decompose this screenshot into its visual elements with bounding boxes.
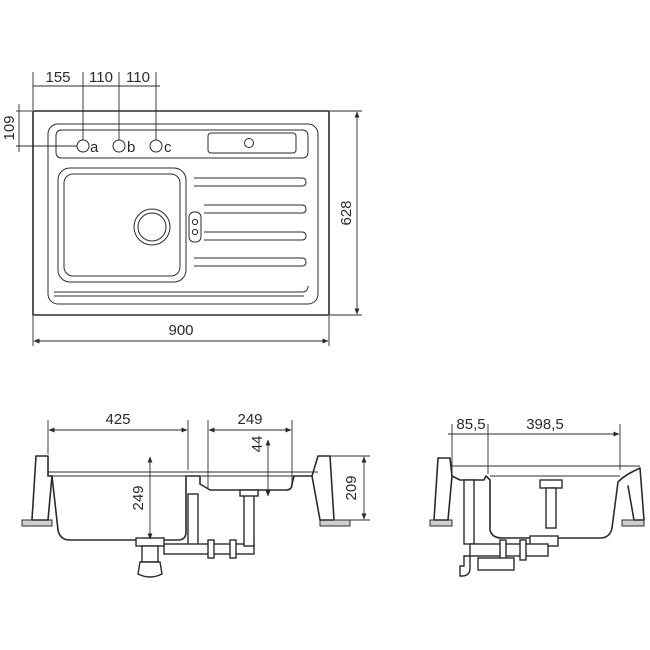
- second-drain-pipe: [243, 491, 255, 547]
- drain-outer-icon: [133, 208, 171, 246]
- countertop-left: [21, 519, 53, 527]
- side-drain-pipe: [545, 487, 557, 529]
- side-sink-outer: [433, 457, 453, 521]
- side-pipe-joint: [499, 539, 507, 561]
- tap-hole-b-icon: [112, 139, 126, 153]
- bowl-outer: [57, 167, 187, 283]
- dim-110-a: 110: [89, 69, 113, 86]
- dim-209: 209: [343, 475, 360, 500]
- drain-trap: [137, 561, 163, 578]
- side-overflow-pipe: [463, 479, 475, 545]
- sink-rim: [47, 123, 319, 305]
- slot-hole-icon: [244, 138, 254, 148]
- side-waste-pipe: [469, 543, 549, 557]
- dim-628: 628: [338, 200, 355, 225]
- tap-hole-a-icon: [76, 139, 90, 153]
- tap-hole-c-label: c: [164, 139, 172, 156]
- side-pipe-joint: [519, 539, 527, 561]
- drain-inner-icon: [137, 212, 167, 242]
- front-sink-outer: [31, 455, 53, 521]
- drainer-groove: [204, 204, 307, 214]
- overflow-hole-icon: [191, 228, 199, 236]
- bowl-inner: [63, 173, 181, 277]
- overflow-icon: [188, 211, 202, 243]
- tap-hole-a-label: a: [90, 139, 99, 156]
- side-countertop-right: [621, 519, 645, 527]
- front-sink-body: [35, 455, 335, 541]
- overflow-pipe: [187, 493, 199, 551]
- sink-outline: [32, 110, 330, 316]
- dim-44: 44: [249, 436, 266, 453]
- tap-hole-c-icon: [149, 139, 163, 153]
- drain-basket: [135, 537, 165, 547]
- dim-155: 155: [45, 69, 70, 86]
- accessory-slot: [207, 132, 297, 154]
- side-outlet: [477, 557, 515, 571]
- drainer-edge: [54, 285, 309, 297]
- dim-900: 900: [168, 322, 193, 339]
- tap-hole-b-label: b: [127, 139, 135, 156]
- dim-425: 425: [105, 411, 130, 428]
- side-outlet-elbow: [459, 555, 471, 577]
- drain-neck: [141, 545, 159, 563]
- second-drain-collar: [239, 489, 259, 497]
- side-sink-body: [437, 457, 645, 539]
- drainer-groove: [204, 231, 307, 241]
- dim-249-height: 249: [130, 485, 147, 510]
- dim-110-b: 110: [126, 69, 150, 86]
- dim-109: 109: [1, 115, 18, 140]
- countertop-right: [319, 519, 351, 527]
- overflow-hole-icon: [191, 218, 199, 226]
- dim-85-5: 85,5: [456, 416, 485, 433]
- top-view: a b c 155 110 110 109 6: [1, 69, 362, 346]
- dim-398-5: 398,5: [526, 416, 564, 433]
- side-view: 85,5 398,5: [429, 416, 645, 577]
- pipe-joint: [207, 539, 215, 559]
- dim-249-width: 249: [237, 411, 262, 428]
- drainer-groove: [194, 257, 307, 267]
- drainer-groove: [194, 177, 307, 187]
- side-countertop-left: [429, 519, 453, 527]
- faucet-ledge: [55, 129, 309, 159]
- pipe-joint: [229, 539, 237, 559]
- front-view: 425 249 44 249 209: [21, 411, 370, 578]
- side-drain-collar: [539, 479, 563, 489]
